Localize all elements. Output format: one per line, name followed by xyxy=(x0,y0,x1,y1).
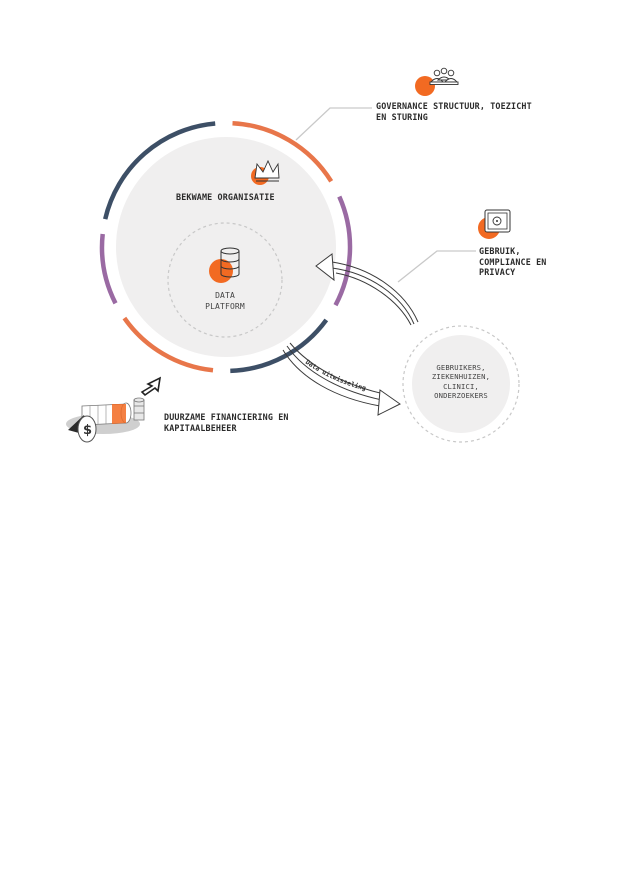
users-label-line-1: GEBRUIKERS, xyxy=(436,363,486,372)
governance-label-line-1: GOVERNANCE STRUCTUUR, TOEZICHT xyxy=(376,101,532,111)
platform-label-line-2: PLATFORM xyxy=(205,301,245,311)
ring-segment-salmon-top xyxy=(232,120,334,183)
organisation-circle xyxy=(116,137,336,357)
ring-segment-navy-top xyxy=(103,121,216,220)
organisation-label-text: BEKWAME ORGANISATIE xyxy=(176,192,275,202)
governance-leader-line xyxy=(295,107,372,141)
governance-label: GOVERNANCE STRUCTUUR, TOEZICHT EN STURIN… xyxy=(376,101,532,122)
users-label: GEBRUIKERS, ZIEKENHUIZEN, CLINICI, ONDER… xyxy=(411,363,511,400)
users-circle-inner xyxy=(412,335,510,433)
usage-label-line-1: GEBRUIK, xyxy=(479,246,521,256)
data-exchange-arrow xyxy=(282,342,401,416)
ring-segment-salmon-bottom xyxy=(122,316,214,373)
usage-label-line-3: PRIVACY xyxy=(479,267,516,277)
platform-label-line-1: DATA xyxy=(215,291,235,300)
coin-stack-icon: $ xyxy=(66,397,145,443)
safe-icon xyxy=(478,209,511,239)
organisation-label: BEKWAME ORGANISATIE xyxy=(176,192,275,203)
funding-label: DUURZAME FINANCIERING EN KAPITAALBEHEER xyxy=(164,412,289,433)
users-label-line-3: CLINICI, xyxy=(443,381,479,391)
return-arrow xyxy=(315,253,419,326)
governance-label-line-2: EN STURING xyxy=(376,111,428,122)
funding-label-line-2: KAPITAALBEHEER xyxy=(164,422,237,433)
platform-label: DATA PLATFORM xyxy=(185,291,265,312)
people-group-icon xyxy=(415,67,459,96)
svg-text:$: $ xyxy=(83,423,92,438)
ring-segment-purple-left xyxy=(99,233,118,305)
data-exchange-label: Data uitwisseling xyxy=(304,358,367,392)
platform-circle xyxy=(167,222,283,338)
database-icon xyxy=(209,247,240,283)
usage-label-line-2: COMPLIANCE EN xyxy=(479,256,547,267)
funding-label-line-1: DUURZAME FINANCIERING EN xyxy=(164,412,289,422)
ring-segment-purple-right xyxy=(333,195,353,307)
usage-label: GEBRUIK, COMPLIANCE EN PRIVACY xyxy=(479,246,547,278)
outer-ring xyxy=(99,120,353,374)
users-label-line-4: ONDERZOEKERS xyxy=(434,390,488,400)
usage-leader-line xyxy=(397,250,476,283)
arrow-up-right-icon xyxy=(140,376,162,397)
ring-segment-navy-bottom xyxy=(230,318,329,374)
crown-icon xyxy=(251,159,280,185)
users-label-line-2: ZIEKENHUIZEN, xyxy=(431,372,491,382)
